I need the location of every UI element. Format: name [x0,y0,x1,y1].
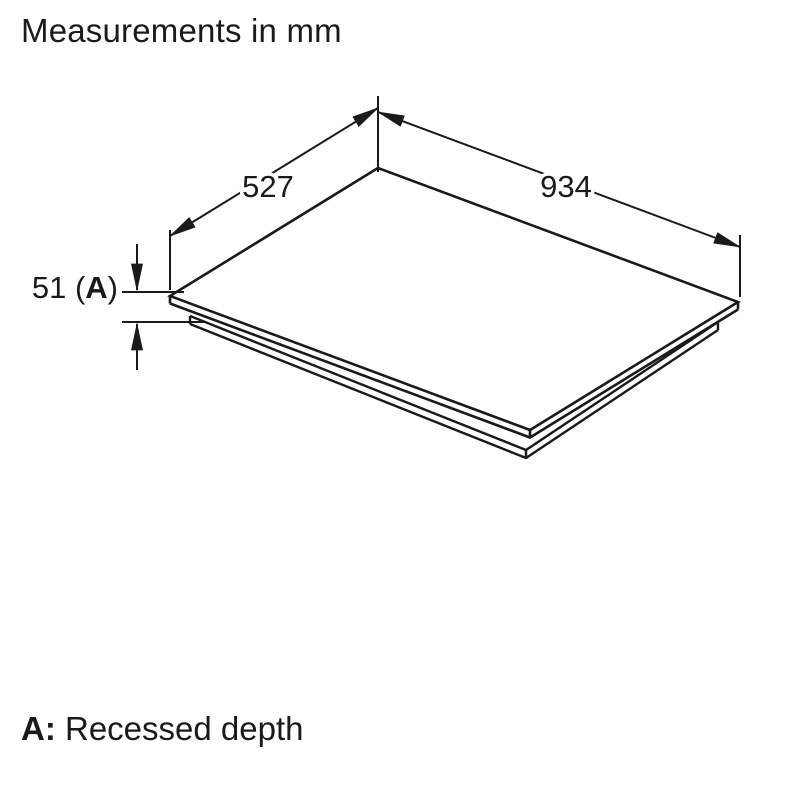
recessed-base-lower-edge [189,322,719,460]
hob-top-surface [167,166,741,432]
dim-51-label-letter: A [85,270,107,305]
dim-51-label: 51 (A) [32,270,118,305]
dim-527-label: 527 [242,169,294,204]
dim-527-line [168,107,380,237]
footnote-text: Recessed depth [55,710,304,747]
page-title: Measurements in mm [21,12,342,49]
footnote: A: Recessed depth [21,710,304,748]
footnote-key: A: [21,710,56,747]
hob-edge-thickness [168,296,740,439]
dim-51-label-prefix: 51 ( [32,270,86,305]
dim-51-label-suffix: ) [108,270,118,305]
dim-934-label: 934 [540,169,592,204]
dim-934-line [376,111,742,248]
